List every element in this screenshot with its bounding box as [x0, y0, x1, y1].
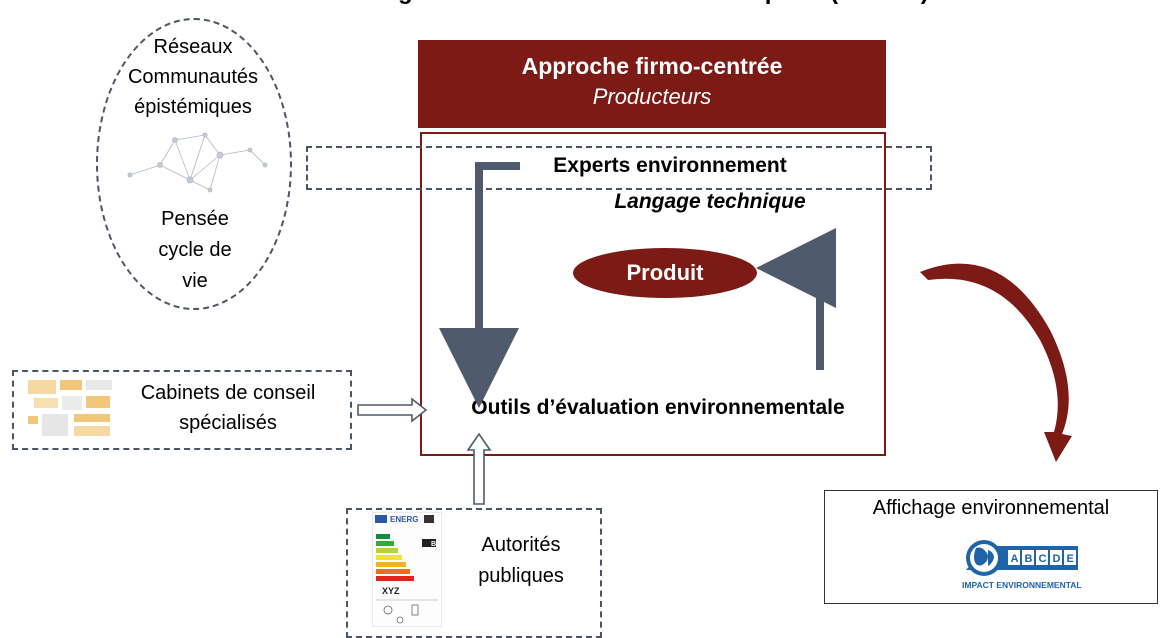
networks-text: Réseaux Communautés épistémiques: [118, 32, 268, 122]
header-subtitle: Producteurs: [592, 84, 712, 109]
energy-label-header: ENERG: [390, 515, 418, 524]
logo-letter-c: C: [1039, 553, 1047, 565]
networks-ellipse: [96, 18, 292, 310]
energy-label-rating: B: [431, 541, 436, 548]
lifecycle-text: Pensée cycle de vie: [130, 204, 260, 297]
energy-label-image: ENERG B XYZ: [372, 512, 442, 627]
authorities-to-tools-arrow: [466, 432, 492, 505]
consulting-text: Cabinets de conseil spécialisés: [112, 378, 344, 438]
consulting-diagram-image: [28, 380, 112, 436]
consulting-line-1: Cabinets de conseil: [140, 382, 316, 404]
curved-arrow-to-labeling: [920, 263, 1072, 462]
impact-environnemental-logo: A B C D E IMPACT ENVIRONNEMENTAL: [962, 540, 1082, 590]
experts-to-tools-arrow: [439, 162, 520, 408]
experts-band: [306, 146, 932, 190]
energy-label-model: XYZ: [382, 586, 400, 596]
firm-centric-header: Approche firmo-centrée Producteurs: [418, 40, 886, 128]
consulting-line-2: spécialisés: [179, 412, 277, 434]
networks-line-2: Communautés: [127, 66, 259, 88]
consulting-box: [12, 370, 352, 450]
authorities-text: Autorités publiques: [446, 530, 596, 592]
technical-language-label: Langage technique: [614, 190, 806, 213]
lifecycle-line-3: vie: [182, 270, 208, 292]
producer-frame: [420, 132, 886, 456]
networks-line-3: épistémiques: [134, 96, 252, 118]
authorities-line-2: publiques: [478, 565, 564, 587]
tools-to-product-arrow: [756, 228, 836, 370]
lifecycle-line-2: cycle de: [158, 239, 232, 261]
logo-letter-b: B: [1025, 553, 1033, 565]
logo-letter-a: A: [1011, 553, 1019, 565]
authorities-line-1: Autorités: [481, 534, 561, 556]
logo-letter-d: D: [1053, 553, 1061, 565]
consulting-to-tools-arrow: [357, 397, 428, 423]
header-title: Approche firmo-centrée: [521, 53, 783, 79]
lifecycle-line-1: Pensée: [161, 208, 229, 230]
product-ellipse: Produit: [573, 248, 757, 298]
experts-label: Experts environnement: [553, 154, 787, 177]
logo-caption: IMPACT ENVIRONNEMENTAL: [962, 580, 1082, 590]
assessment-tools-label: Outils d’évaluation environnementale: [471, 396, 845, 419]
diagram-title: Cadrage techno-centré de l’éco-conceptio…: [330, 0, 1050, 18]
network-graph-image: [127, 132, 268, 193]
environmental-labeling-title: Affichage environnemental: [872, 497, 1110, 519]
networks-line-1: Réseaux: [153, 36, 233, 58]
logo-letter-e: E: [1067, 553, 1074, 565]
